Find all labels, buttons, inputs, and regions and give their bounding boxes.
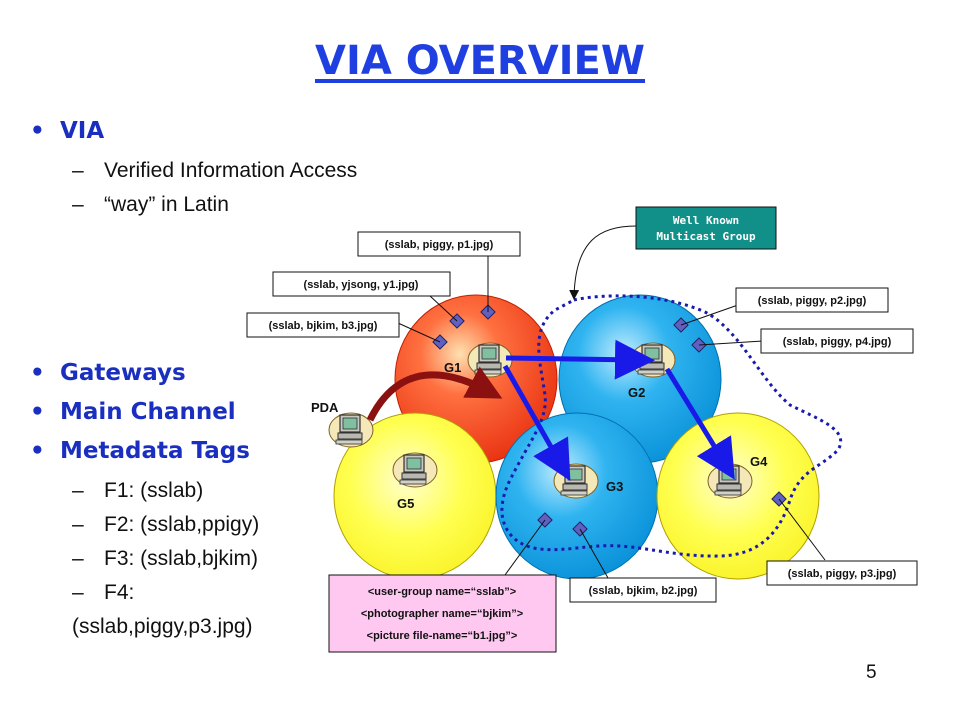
computer-icon <box>392 452 438 488</box>
subbullet: –F2: (sslab,ppigy) <box>72 513 260 536</box>
subbullet-text: F4: <box>104 581 135 604</box>
bullet-text: VIA <box>60 118 105 144</box>
page-number: 5 <box>866 662 877 683</box>
subbullet: –F1: (sslab) <box>72 479 204 502</box>
bullet-metadata-tags: •Metadata Tags <box>30 438 250 464</box>
metadata-line-1: <user-group name=“sslab”> <box>368 586 516 598</box>
bullet-dot: • <box>30 118 45 144</box>
subbullet: –Verified Information Access <box>72 159 358 182</box>
multicast-label-line2: Multicast Group <box>656 230 756 243</box>
pda-computer-icon <box>328 412 374 448</box>
pda-label: PDA <box>311 400 339 415</box>
tag-p1: (sslab, piggy, p1.jpg) <box>385 239 494 251</box>
tag-box-y1 <box>272 271 451 297</box>
group-label-g5: G5 <box>397 496 414 511</box>
subbullet-continuation: (sslab,piggy,p3.jpg) <box>72 615 253 638</box>
tag-box-b2 <box>569 577 717 603</box>
computer-icon <box>467 342 513 378</box>
bullet-via: • VIA <box>30 118 104 144</box>
metadata-line-2: <photographer name=“bjkim”> <box>361 608 523 620</box>
bullet-gateways: •Gateways <box>30 360 186 386</box>
group-label-g2: G2 <box>628 385 645 400</box>
multicast-group-box <box>635 206 777 250</box>
subbullet-text: F2: (sslab,ppigy) <box>104 513 260 536</box>
subbullet-text: “way” in Latin <box>104 193 229 216</box>
main-channel-arrow <box>664 367 735 480</box>
tag-box-p1 <box>357 231 521 257</box>
group-label-g3: G3 <box>606 479 623 494</box>
tag-b3: (sslab, bjkim, b3.jpg) <box>269 320 378 332</box>
main-channel-arrow <box>505 339 655 380</box>
metadata-line-3: <picture file-name=“b1.jpg”> <box>367 630 518 642</box>
multicast-ring <box>500 294 842 558</box>
tag-box-p4 <box>760 328 914 354</box>
bullet-text: Gateways <box>60 360 186 386</box>
tag-box-p3 <box>766 560 918 586</box>
bullet-text: Main Channel <box>60 399 236 425</box>
tag-b2: (sslab, bjkim, b2.jpg) <box>589 585 698 597</box>
tag-p3: (sslab, piggy, p3.jpg) <box>788 568 897 580</box>
subbullet: –“way” in Latin <box>72 193 229 216</box>
slide-title: VIA OVERVIEW <box>314 38 646 84</box>
subbullet: –F4: <box>72 581 135 604</box>
tag-p4: (sslab, piggy, p4.jpg) <box>783 336 892 348</box>
multicast-label-line1: Well Known <box>673 214 739 227</box>
subbullet-text: F1: (sslab) <box>104 479 204 502</box>
bullet-text: Metadata Tags <box>60 438 250 464</box>
pda-arrow <box>366 366 503 422</box>
tag-y1: (sslab, yjsong, y1.jpg) <box>304 279 419 291</box>
leader-lines <box>397 256 826 579</box>
group-label-g1: G1 <box>444 360 461 375</box>
subbullet-text: F3: (sslab,bjkim) <box>104 547 259 570</box>
computer-icon <box>553 463 599 499</box>
group-label-g4: G4 <box>750 454 768 469</box>
computer-icon <box>707 463 753 499</box>
tag-box-b3 <box>246 312 400 338</box>
multicast-pointer <box>569 225 637 300</box>
tag-p2: (sslab, piggy, p2.jpg) <box>758 295 867 307</box>
subbullet-text: Verified Information Access <box>104 159 358 182</box>
bullet-main-channel: •Main Channel <box>30 399 236 425</box>
main-channel-arrow <box>502 364 571 482</box>
tag-box-p2 <box>735 287 889 313</box>
metadata-box <box>328 574 557 653</box>
subbullet: –F3: (sslab,bjkim) <box>72 547 259 570</box>
